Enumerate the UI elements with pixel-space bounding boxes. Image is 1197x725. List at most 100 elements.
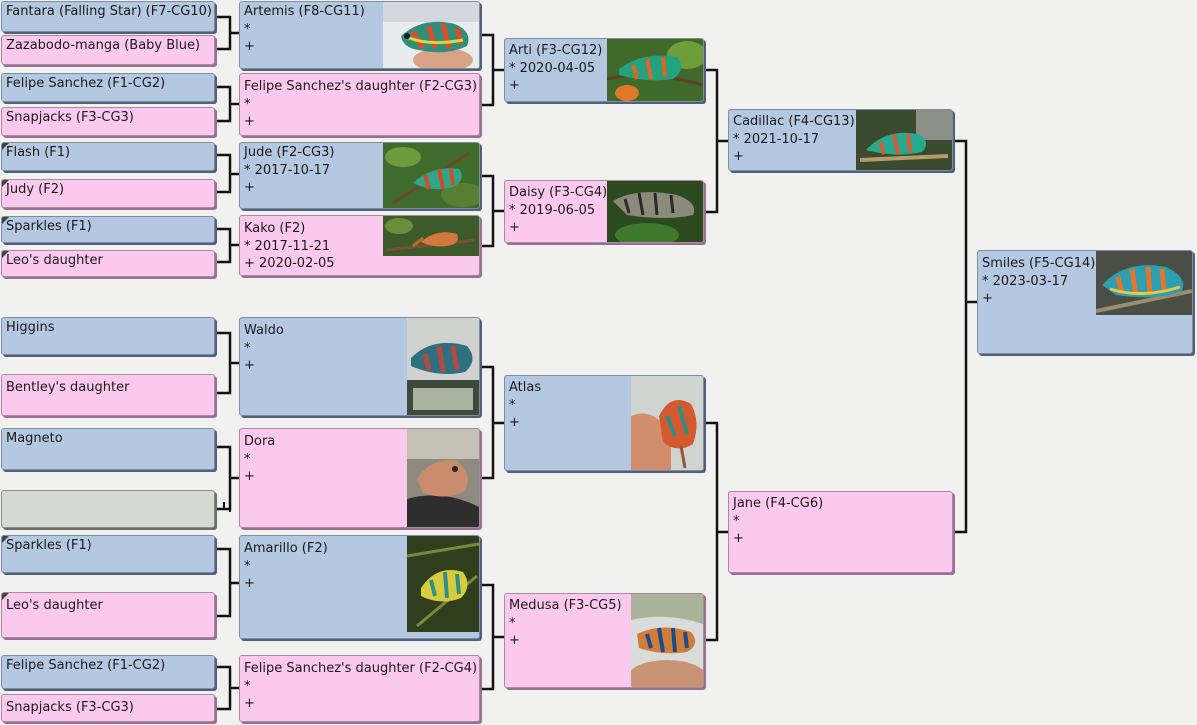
person-card-medusa[interactable]: Medusa (F3-CG5) * + xyxy=(504,593,704,688)
person-card-snapjacks[interactable]: Snapjacks (F3-CG3) xyxy=(1,107,215,136)
person-name: Daisy (F3-CG4) xyxy=(509,185,608,200)
chameleon-photo xyxy=(607,39,703,101)
birth-date: * xyxy=(244,96,251,112)
birth-date: * 2021-10-17 xyxy=(733,131,820,147)
chameleon-photo xyxy=(1096,251,1192,315)
death-date: + xyxy=(733,531,744,546)
person-card-atlas[interactable]: Atlas * + xyxy=(504,375,704,471)
birth-date: * 2019-06-05 xyxy=(509,202,596,218)
person-name: Cadillac (F4-CG13) xyxy=(733,114,855,129)
person-name: Smiles (F5-CG14) xyxy=(982,256,1096,271)
person-card-kako[interactable]: Kako (F2) * 2017-11-21 + 2020-02-05 xyxy=(239,215,480,276)
death-date: + xyxy=(244,576,255,591)
birth-date: * 2017-11-21 xyxy=(244,238,331,254)
death-date: + xyxy=(244,469,255,484)
birth-date: * 2023-03-17 xyxy=(982,273,1069,289)
person-name: Bentley's daughter xyxy=(6,380,130,395)
death-date: + xyxy=(733,149,744,164)
person-card-snapjacks[interactable]: Snapjacks (F3-CG3) xyxy=(1,694,215,722)
collapsed-marker-icon xyxy=(2,593,9,600)
chameleon-photo xyxy=(383,216,479,256)
person-card-zazabodo-manga[interactable]: Zazabodo-manga (Baby Blue) xyxy=(1,35,215,65)
person-name: Felipe Sanchez's daughter (F2-CG3) xyxy=(244,79,478,94)
birth-date: * xyxy=(733,513,740,529)
person-card-fantara[interactable]: Fantara (Falling Star) (F7-CG10) xyxy=(1,1,215,32)
person-name: Leo's daughter xyxy=(6,598,103,613)
death-date: + xyxy=(244,696,255,711)
person-card-magneto[interactable]: Magneto xyxy=(1,428,215,470)
person-card-amarillo[interactable]: Amarillo (F2) * + xyxy=(239,535,480,639)
chameleon-photo xyxy=(631,376,703,470)
person-name: Amarillo (F2) xyxy=(244,541,328,556)
person-card-waldo[interactable]: Waldo * + xyxy=(239,317,480,416)
collapsed-marker-icon xyxy=(2,217,9,224)
person-card-dora[interactable]: Dora * + xyxy=(239,428,480,528)
death-date: + 2020-02-05 xyxy=(244,256,335,271)
chameleon-photo xyxy=(631,594,703,687)
person-card-arti[interactable]: Arti (F3-CG12) * 2020-04-05 + xyxy=(504,38,704,102)
person-card-cadillac[interactable]: Cadillac (F4-CG13) * 2021-10-17 + xyxy=(728,109,953,171)
person-name: Fantara (Falling Star) (F7-CG10) xyxy=(6,4,212,19)
person-name: Artemis (F8-CG11) xyxy=(244,4,365,19)
person-name: Waldo xyxy=(244,323,284,338)
person-card-leos-daughter[interactable]: Leo's daughter xyxy=(1,250,215,277)
collapsed-marker-icon xyxy=(2,180,9,187)
person-name: Magneto xyxy=(6,431,63,446)
person-card-judy[interactable]: Judy (F2) xyxy=(1,179,215,208)
chameleon-photo xyxy=(407,536,479,632)
person-card-felipe-sanchezs-daughter[interactable]: Felipe Sanchez's daughter (F2-CG3) * + xyxy=(239,73,480,136)
person-card-jane[interactable]: Jane (F4-CG6) * + xyxy=(728,491,953,573)
birth-date: * xyxy=(509,397,516,413)
person-name: Leo's daughter xyxy=(6,253,103,268)
person-card-jude[interactable]: Jude (F2-CG3) * 2017-10-17 + xyxy=(239,142,480,209)
person-card-smiles[interactable]: Smiles (F5-CG14) * 2023-03-17 + xyxy=(977,250,1193,354)
person-card-felipe-sanchez[interactable]: Felipe Sanchez (F1-CG2) xyxy=(1,655,215,689)
person-name: Kako (F2) xyxy=(244,221,306,236)
person-name: Zazabodo-manga (Baby Blue) xyxy=(6,38,201,53)
death-date: + xyxy=(509,633,520,648)
person-card-sparkles[interactable]: Sparkles (F1) xyxy=(1,216,215,243)
person-name: Sparkles (F1) xyxy=(6,538,92,553)
chameleon-photo xyxy=(407,318,479,415)
person-card-artemis[interactable]: Artemis (F8-CG11) * + xyxy=(239,1,480,69)
death-date: + xyxy=(509,415,520,430)
birth-date: * xyxy=(509,615,516,631)
death-date: + xyxy=(509,220,520,235)
death-date: + xyxy=(244,180,255,195)
birth-date: * xyxy=(244,451,251,467)
death-date: + xyxy=(244,358,255,373)
person-card-unknown[interactable] xyxy=(1,490,215,528)
person-card-leos-daughter[interactable]: Leo's daughter xyxy=(1,592,215,638)
chameleon-photo xyxy=(383,143,479,208)
person-name: Judy (F2) xyxy=(6,182,65,197)
person-card-felipe-sanchezs-daughter[interactable]: Felipe Sanchez's daughter (F2-CG4) * + xyxy=(239,655,480,722)
birth-date: * xyxy=(244,558,251,574)
person-card-higgins[interactable]: Higgins xyxy=(1,317,215,355)
person-name: Dora xyxy=(244,434,276,449)
person-name: Medusa (F3-CG5) xyxy=(509,598,622,613)
birth-date: * xyxy=(244,678,251,694)
person-name: Higgins xyxy=(6,320,55,335)
person-name: Flash (F1) xyxy=(6,145,71,160)
birth-date: * xyxy=(244,21,251,37)
person-card-bentleys-daughter[interactable]: Bentley's daughter xyxy=(1,374,215,416)
person-card-sparkles[interactable]: Sparkles (F1) xyxy=(1,535,215,573)
collapsed-marker-icon xyxy=(2,536,9,543)
death-date: + xyxy=(982,291,993,306)
collapsed-marker-icon xyxy=(2,251,9,258)
death-date: + xyxy=(509,78,520,93)
person-name: Jude (F2-CG3) xyxy=(244,145,335,160)
person-name: Atlas xyxy=(509,380,542,395)
death-date: + xyxy=(244,39,255,54)
birth-date: * xyxy=(244,340,251,356)
chameleon-photo xyxy=(607,181,703,242)
person-name: Arti (F3-CG12) xyxy=(509,43,603,58)
person-card-daisy[interactable]: Daisy (F3-CG4) * 2019-06-05 + xyxy=(504,180,704,243)
chameleon-photo xyxy=(383,2,479,68)
person-name: Sparkles (F1) xyxy=(6,219,92,234)
chameleon-photo xyxy=(856,110,952,170)
chameleon-photo xyxy=(407,429,479,527)
person-card-felipe-sanchez[interactable]: Felipe Sanchez (F1-CG2) xyxy=(1,73,215,102)
person-card-flash[interactable]: Flash (F1) xyxy=(1,142,215,171)
